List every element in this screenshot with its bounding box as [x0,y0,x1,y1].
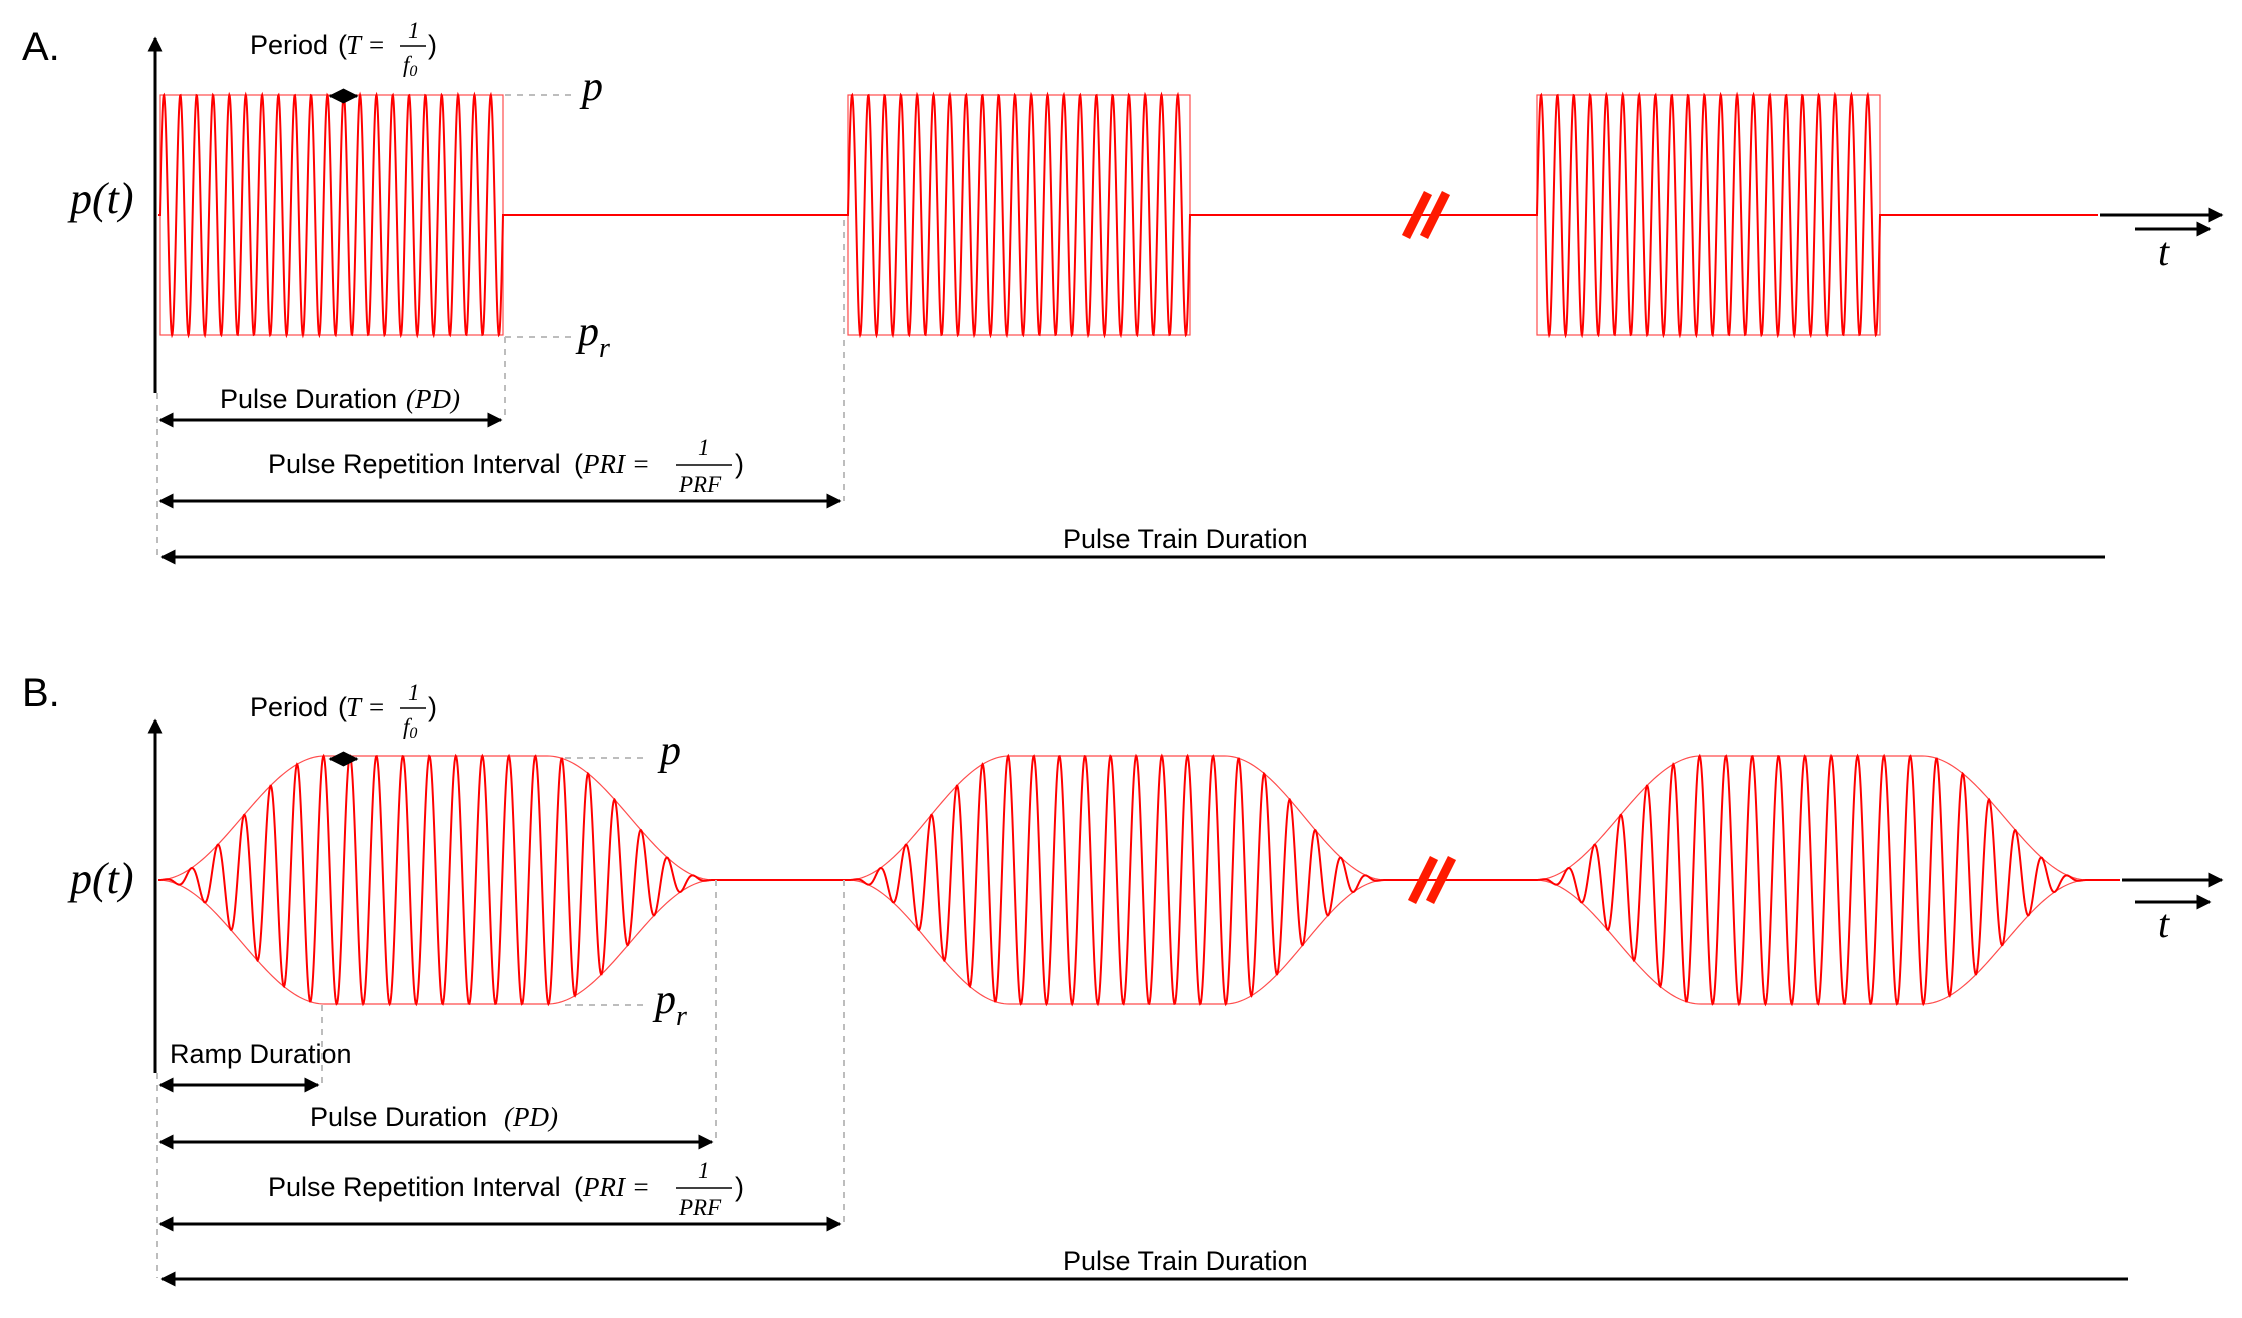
panel-b-pulse-envelopes [157,755,2089,1005]
panel-b-pulse-envelope-top [157,755,715,881]
panel-a-waveform [158,91,2098,339]
panel-a-pri-paren-open: ( [574,449,583,479]
panel-b-x-axis-label: t [2158,901,2170,946]
panel-b-period-paren-close: ) [428,692,437,722]
panel-b-pri-paren-open: ( [574,1172,583,1202]
panel-b-period-den: f0 [403,714,417,742]
panel-a-label: A. [22,25,60,69]
panel-a-break-mark [1419,190,1451,240]
panel-a-period-T: T = [346,30,386,60]
panel-a-train-label: Pulse Train Duration [1063,524,1308,554]
panel-a-pulse-envelope [847,94,1191,336]
panel-b-period-label: Period [250,692,328,722]
panel-a-pd-abbr: (PD) [406,384,460,414]
panel-a-break-mark [1401,190,1433,240]
panel-a-period-label: Period [250,30,328,60]
panel-b-ramp-label: Ramp Duration [170,1039,352,1069]
panel-a-peak-label: p [579,64,603,110]
panel-a: A. t p(t) p pr Period ( T = 1 f0 ) Pulse… [22,18,2224,565]
panel-a-period-num: 1 [408,18,420,43]
panel-b-pd-label: Pulse Duration [310,1102,487,1132]
panel-b-period-T: T = [346,692,386,722]
panel-b-pri-label: Pulse Repetition Interval [268,1172,561,1202]
panel-a-rarefaction-label: pr [575,309,610,364]
panel-a-period-paren-open: ( [338,30,347,60]
panel-a-period-den: f0 [403,52,417,80]
panel-b-break-mark [1425,855,1457,905]
panel-a-pd-label: Pulse Duration [220,384,397,414]
panel-b-pulse-envelope-bottom [847,879,1387,1005]
panel-b-pri-eq: PRI = [582,1172,650,1202]
panel-b-peak-label: p [657,728,681,774]
panel-b-pri-paren-close: ) [735,1172,744,1202]
panel-a-period-paren-close: ) [428,30,437,60]
panel-b-period-num: 1 [408,680,420,705]
panel-a-y-axis-label: p(t) [67,174,134,223]
panel-a-pulse-envelope [1536,94,1881,336]
panel-b-pri-den: PRF [678,1195,722,1220]
panel-a-x-axis-label: t [2158,229,2170,274]
panel-b-pd-abbr: (PD) [504,1102,558,1132]
panel-b-period-paren-open: ( [338,692,347,722]
panel-b-pulse-envelope-bottom [1534,879,2089,1005]
panel-b-y-axis-label: p(t) [67,854,134,903]
panel-a-pri-label: Pulse Repetition Interval [268,449,561,479]
panel-a-pri-num: 1 [698,435,710,460]
panel-b-train-label: Pulse Train Duration [1063,1246,1308,1276]
panel-b-waveform [158,753,2120,1007]
panel-b-pri-num: 1 [698,1158,710,1183]
panel-a-pri-den: PRF [678,472,722,497]
panel-b-pulse-envelope-bottom [157,879,715,1005]
panel-b-pulse-envelope-top [847,755,1387,881]
panel-b: B. t p(t) p pr Period ( T = 1 f0 ) Ramp … [22,671,2224,1287]
panel-b-break-mark [1407,855,1439,905]
panel-b-label: B. [22,671,60,715]
panel-a-pri-paren-close: ) [735,449,744,479]
panel-b-pulse-envelope-top [1534,755,2089,881]
panel-a-pri-eq: PRI = [582,449,650,479]
panel-b-rarefaction-label: pr [652,977,687,1032]
